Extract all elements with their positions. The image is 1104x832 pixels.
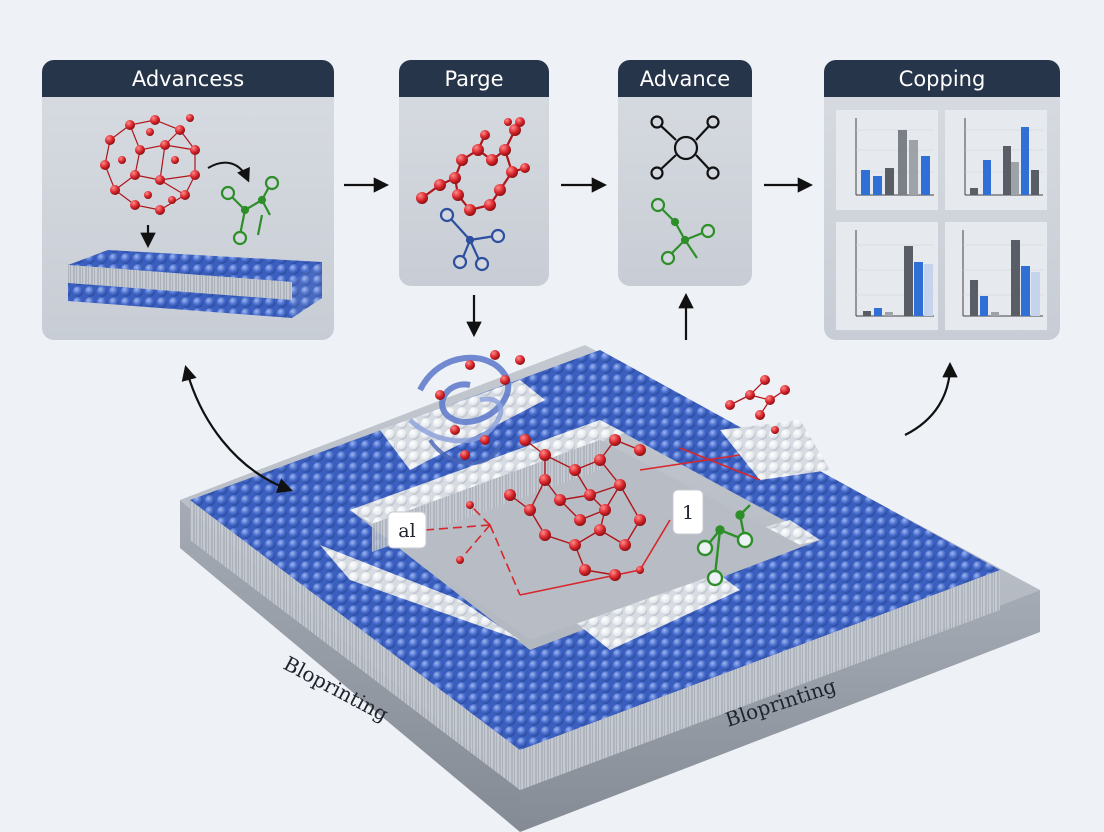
- red-molecule-upper-right: [725, 375, 790, 434]
- red-molecule-cluster: [456, 434, 646, 581]
- panel-2: Parge: [399, 60, 549, 286]
- panel-2-body: [399, 60, 549, 286]
- tag-right-label: 1: [682, 502, 694, 524]
- panel-4: Copping: [824, 60, 1060, 340]
- panel-2-red-molecule: [416, 117, 530, 216]
- arrow-panel1-to-membrane: [181, 365, 293, 494]
- panel-4-header: [824, 60, 1060, 97]
- panel-3-green-molecule: [650, 197, 716, 266]
- green-molecule-center: [696, 504, 754, 587]
- panel-1-mini-membrane: [68, 250, 322, 318]
- panel-3-black-molecule: [650, 115, 720, 180]
- mini-chart-4: [945, 222, 1047, 330]
- mini-chart-1: [836, 110, 938, 210]
- membrane-rim-left: [320, 545, 520, 640]
- panel-4-title: Copping: [899, 67, 986, 91]
- membrane-outer-frame: [190, 350, 1000, 750]
- panel-1-header: [42, 60, 334, 97]
- panel-2-title: Parge: [444, 67, 503, 91]
- panel-1-red-molecule: [100, 114, 200, 215]
- tag-left: al: [387, 511, 427, 549]
- center-molecules: al 1: [387, 350, 790, 596]
- panel-4-mini-charts: [836, 110, 1047, 330]
- panel-2-header: [399, 60, 549, 97]
- tag-left-label: al: [398, 520, 415, 542]
- arrow-membrane-to-panel4: [904, 361, 958, 436]
- protein-ribbon: [408, 350, 525, 466]
- panel-2-blue-molecule: [439, 207, 506, 272]
- panel-1-curve-arrow: [207, 161, 250, 183]
- panel-3-title: Advance: [640, 67, 730, 91]
- panel-3-body: [618, 60, 752, 286]
- panel-1-green-molecule: [220, 175, 280, 246]
- panel-3-header: [618, 60, 752, 97]
- panel-1: Advancess: [42, 60, 334, 340]
- membrane-tails-front: [520, 570, 1000, 790]
- mini-chart-2: [945, 110, 1047, 210]
- mini-chart-3: [836, 222, 938, 330]
- tag-right: 1: [672, 489, 704, 535]
- plate-side-front: [520, 590, 1040, 832]
- membrane-tails-left: [190, 500, 520, 790]
- lipid-membrane-ring: [190, 350, 1000, 790]
- flow-arrows: [181, 177, 958, 494]
- membrane-white-patch-3: [720, 420, 830, 480]
- membrane-inner-tails-back: [372, 440, 600, 552]
- panel-1-title: Advancess: [132, 67, 244, 91]
- panel-3: Advance: [618, 60, 752, 286]
- membrane-white-patch-2: [560, 560, 740, 650]
- membrane-rim-back: [350, 420, 625, 524]
